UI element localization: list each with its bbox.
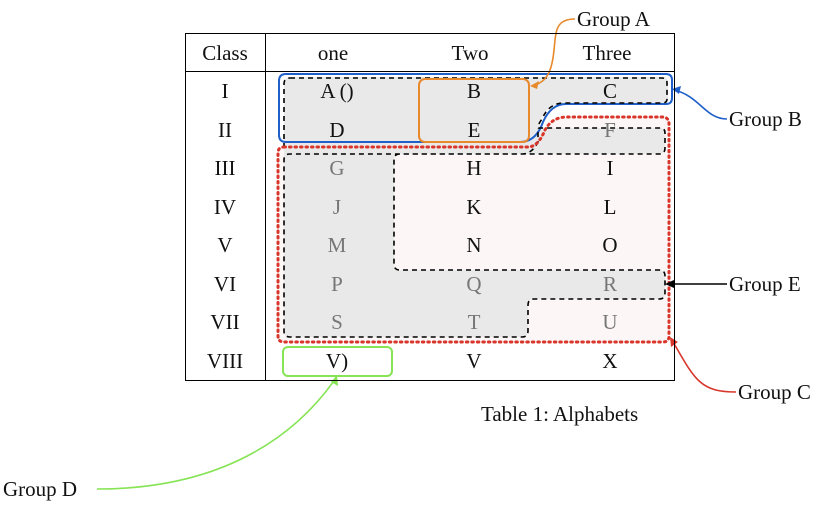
group-a-arrowhead <box>530 81 539 89</box>
group-b-arrowhead <box>672 86 681 94</box>
table-cell: X <box>602 348 618 373</box>
group-a-label: Group A <box>577 7 650 31</box>
table-cell: C <box>602 79 617 103</box>
table-frame <box>185 33 675 381</box>
group-c-connector <box>671 339 737 393</box>
header-class: Class <box>202 41 248 65</box>
header-one: one <box>317 41 349 65</box>
group-b-outline <box>278 73 673 143</box>
table-cell: K <box>466 194 482 219</box>
table-caption: Table 1: Alphabets <box>481 402 639 426</box>
table-cell: O <box>602 233 618 257</box>
table-cell: A () <box>320 79 354 103</box>
table-cell: F <box>604 117 616 142</box>
group-d-outline <box>282 346 393 377</box>
table-cell: V <box>466 348 482 373</box>
group-e-label: Group E <box>729 272 801 296</box>
group-d-label: Group D <box>3 477 78 501</box>
row-class-label: III <box>214 156 236 180</box>
group-e-arrowhead <box>665 280 674 288</box>
table-cell: L <box>603 194 617 219</box>
table-cell: R <box>602 271 617 296</box>
table-cell: I <box>606 156 614 180</box>
group-c-outline <box>276 115 671 344</box>
table-cell: U <box>602 310 618 334</box>
table-cell: M <box>327 233 347 257</box>
table-cell: H <box>466 156 482 180</box>
table-cell: J <box>332 194 342 219</box>
table-cell: Q <box>466 271 482 296</box>
row-class-label: VII <box>210 310 240 334</box>
table-cell: N <box>466 233 482 257</box>
row-class-label: IV <box>213 194 237 219</box>
group-a-outline <box>418 78 530 143</box>
group-d-connector <box>96 377 337 490</box>
table-cell: G <box>329 156 345 180</box>
header-three: Three <box>582 41 632 65</box>
row-class-label: V <box>217 233 233 257</box>
group-b-connector <box>673 89 728 120</box>
row-class-label: II <box>218 117 232 142</box>
group-a-connector <box>531 18 576 87</box>
table-cell: P <box>331 271 343 296</box>
table-cell: T <box>467 310 481 334</box>
group-c-label: Group C <box>738 380 811 404</box>
table-cell: S <box>331 310 343 334</box>
table-cell: D <box>329 117 345 142</box>
row-class-label: VIII <box>206 348 244 373</box>
class-column-divider <box>265 33 266 381</box>
row-class-label: VI <box>213 271 237 296</box>
group-b-label: Group B <box>729 107 802 131</box>
table-cell: V) <box>325 348 349 373</box>
table-cell: E <box>467 117 481 142</box>
row-class-label: I <box>221 79 229 103</box>
table-cell: B <box>466 79 481 103</box>
group-e-outline <box>283 77 668 338</box>
header-divider <box>185 71 675 72</box>
header-two: Two <box>451 41 489 65</box>
